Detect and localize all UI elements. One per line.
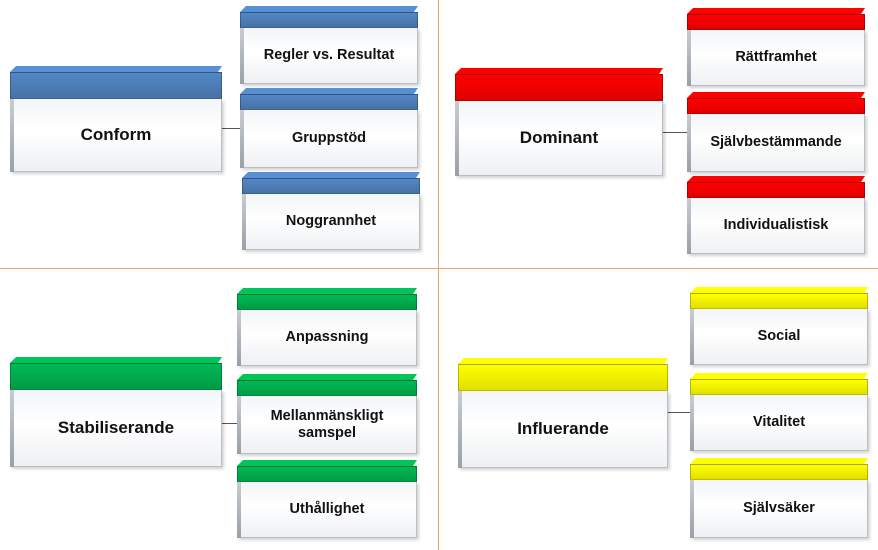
stabiliserande-item-box-3-label: Uthållighet <box>237 482 417 538</box>
stabiliserande-item-box-1-side-face <box>237 310 241 366</box>
influerande-item-box-2-label: Vitalitet <box>690 395 868 451</box>
conform-main-box-label: Conform <box>10 99 222 172</box>
stabiliserande-main-box: Stabiliserande <box>10 357 222 467</box>
dominant-item-box-2: Självbestämmande <box>687 92 865 172</box>
conform-item-box-3: Noggrannhet <box>242 172 420 250</box>
influerande-item-box-2-side-face <box>690 395 694 451</box>
influerande-item-box-1-side-face <box>690 309 694 365</box>
conform-item-box-3-color-band <box>242 178 420 194</box>
influerande-connector <box>668 412 690 413</box>
dominant-main-box-color-band <box>455 74 663 101</box>
dominant-item-box-3-label: Individualistisk <box>687 198 865 254</box>
conform-item-box-2-top-face <box>240 88 418 94</box>
influerande-item-box-1-label: Social <box>690 309 868 365</box>
horizontal-divider <box>0 268 878 269</box>
dominant-item-box-3-color-band <box>687 182 865 198</box>
conform-main-box-side-face <box>10 99 14 172</box>
stabiliserande-item-box-1-color-band <box>237 294 417 310</box>
dominant-item-box-2-label: Självbestämmande <box>687 114 865 172</box>
influerande-item-box-2: Vitalitet <box>690 373 868 451</box>
dominant-item-box-1-label: Rättframhet <box>687 30 865 86</box>
dominant-item-box-1-top-face <box>687 8 865 14</box>
conform-connector <box>222 128 240 129</box>
influerande-item-box-1-top-face <box>690 287 868 293</box>
dominant-item-box-1-side-face <box>687 30 691 86</box>
conform-item-box-1-label: Regler vs. Resultat <box>240 28 418 84</box>
vertical-divider <box>438 0 439 550</box>
conform-main-box-color-band <box>10 72 222 99</box>
conform-item-box-2: Gruppstöd <box>240 88 418 168</box>
stabiliserande-item-box-2-top-face <box>237 374 417 380</box>
stabiliserande-connector <box>222 423 237 424</box>
conform-item-box-1-side-face <box>240 28 244 84</box>
conform-item-box-3-top-face <box>242 172 420 178</box>
conform-item-box-1-top-face <box>240 6 418 12</box>
stabiliserande-item-box-2-side-face <box>237 396 241 454</box>
influerande-item-box-3-side-face <box>690 480 694 538</box>
dominant-item-box-1: Rättframhet <box>687 8 865 86</box>
influerande-item-box-2-top-face <box>690 373 868 379</box>
influerande-main-box-color-band <box>458 364 668 391</box>
conform-item-box-3-label: Noggrannhet <box>242 194 420 250</box>
influerande-item-box-2-color-band <box>690 379 868 395</box>
stabiliserande-main-box-side-face <box>10 390 14 467</box>
conform-item-box-2-side-face <box>240 110 244 168</box>
dominant-item-box-3-side-face <box>687 198 691 254</box>
influerande-item-box-1: Social <box>690 287 868 365</box>
dominant-connector <box>663 132 687 133</box>
influerande-item-box-3-color-band <box>690 464 868 480</box>
stabiliserande-main-box-top-face <box>10 357 222 363</box>
dominant-item-box-3-top-face <box>687 176 865 182</box>
stabiliserande-item-box-1-top-face <box>237 288 417 294</box>
stabiliserande-item-box-3: Uthållighet <box>237 460 417 538</box>
stabiliserande-item-box-2-label: Mellanmänskligt samspel <box>237 396 417 454</box>
stabiliserande-item-box-3-color-band <box>237 466 417 482</box>
influerande-item-box-3: Självsäker <box>690 458 868 538</box>
dominant-item-box-2-color-band <box>687 98 865 114</box>
dominant-item-box-1-color-band <box>687 14 865 30</box>
influerande-item-box-3-top-face <box>690 458 868 464</box>
stabiliserande-item-box-3-side-face <box>237 482 241 538</box>
influerande-main-box-side-face <box>458 391 462 468</box>
conform-item-box-2-label: Gruppstöd <box>240 110 418 168</box>
influerande-item-box-3-label: Självsäker <box>690 480 868 538</box>
dominant-main-box-top-face <box>455 68 663 74</box>
stabiliserande-item-box-2-color-band <box>237 380 417 396</box>
dominant-item-box-2-top-face <box>687 92 865 98</box>
dominant-main-box: Dominant <box>455 68 663 176</box>
conform-item-box-2-color-band <box>240 94 418 110</box>
conform-main-box: Conform <box>10 66 222 172</box>
dominant-main-box-label: Dominant <box>455 101 663 176</box>
stabiliserande-item-box-1-label: Anpassning <box>237 310 417 366</box>
stabiliserande-item-box-3-top-face <box>237 460 417 466</box>
influerande-main-box: Influerande <box>458 358 668 468</box>
conform-item-box-3-side-face <box>242 194 246 250</box>
dominant-item-box-2-side-face <box>687 114 691 172</box>
conform-item-box-1-color-band <box>240 12 418 28</box>
stabiliserande-main-box-label: Stabiliserande <box>10 390 222 467</box>
dominant-item-box-3: Individualistisk <box>687 176 865 254</box>
conform-main-box-top-face <box>10 66 222 72</box>
stabiliserande-item-box-1: Anpassning <box>237 288 417 366</box>
conform-item-box-1: Regler vs. Resultat <box>240 6 418 84</box>
stabiliserande-main-box-color-band <box>10 363 222 390</box>
influerande-main-box-top-face <box>458 358 668 364</box>
stabiliserande-item-box-2: Mellanmänskligt samspel <box>237 374 417 454</box>
dominant-main-box-side-face <box>455 101 459 176</box>
influerande-item-box-1-color-band <box>690 293 868 309</box>
influerande-main-box-label: Influerande <box>458 391 668 468</box>
